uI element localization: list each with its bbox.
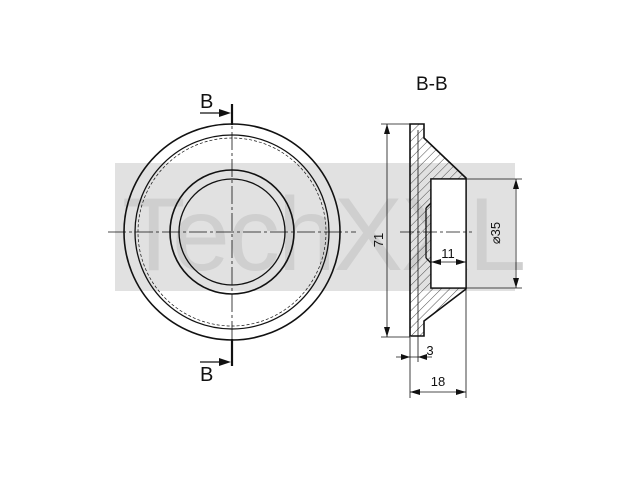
section-label-top: B — [200, 91, 213, 113]
dim-3-label: 3 — [426, 343, 433, 358]
dim-11-arrow-right — [456, 259, 466, 265]
section-label-bottom: B — [200, 364, 213, 386]
dim-71-label: 71 — [371, 233, 386, 247]
front-view — [108, 104, 356, 366]
bore-pocket — [430, 178, 467, 289]
dim-35-arrow-top — [513, 179, 519, 189]
dim-35-label: ⌀35 — [488, 222, 503, 244]
bore-step-bottom — [425, 257, 432, 264]
dimensions — [381, 123, 522, 398]
dimension-arrows — [384, 124, 519, 395]
cut-arrow-bottom-head — [219, 358, 231, 366]
dim-35-arrow-bottom — [513, 278, 519, 288]
dim-71-arrow-bottom — [384, 327, 390, 337]
dim-3-arrow-right — [418, 354, 427, 360]
section-view — [400, 123, 472, 337]
dim-18-label: 18 — [431, 374, 445, 389]
dim-11-arrow-left — [431, 259, 441, 265]
dim-11-label: 11 — [441, 246, 455, 261]
dim-71-arrow-top — [384, 124, 390, 134]
cut-arrow-top-head — [219, 109, 231, 117]
dim-18-arrow-left — [410, 389, 420, 395]
section-view-title: B-B — [416, 74, 448, 95]
bore-step-top — [425, 202, 432, 209]
dim-18-arrow-right — [456, 389, 466, 395]
dim-3-arrow-left — [401, 354, 410, 360]
